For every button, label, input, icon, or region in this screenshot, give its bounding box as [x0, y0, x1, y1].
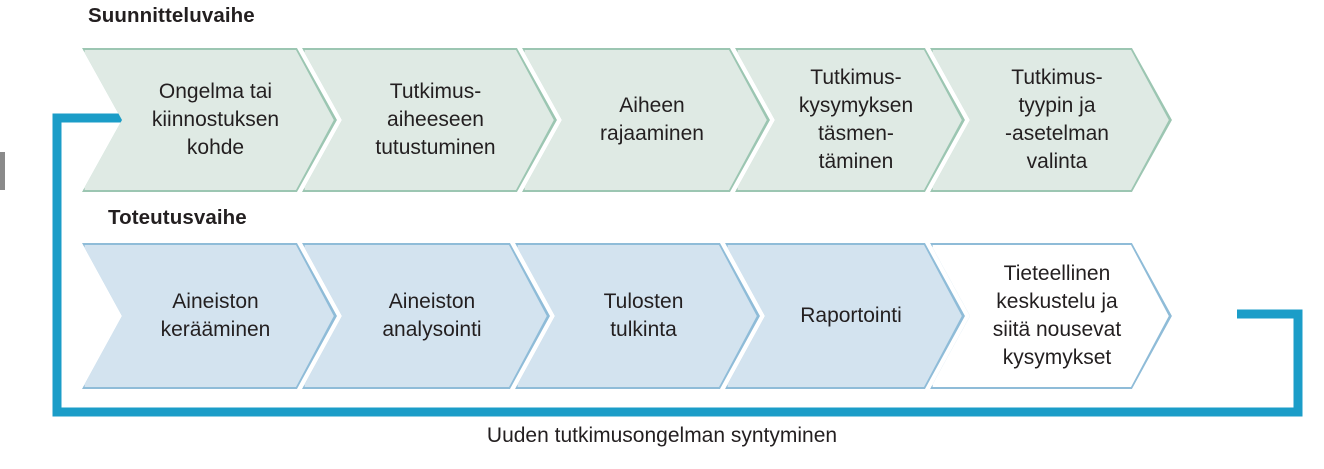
step-label: Tutkimus- kysymyksen täsmen- täminen — [798, 65, 914, 174]
step-label: Raportointi — [800, 303, 902, 327]
step-label: Tutkimus- tyypin ja -asetelman valinta — [1005, 65, 1109, 174]
step-chevron-planning-2[interactable]: Tutkimus- aiheeseen tutustuminen — [302, 48, 557, 192]
step-label: Ongelma tai kiinnostuksen kohde — [151, 79, 280, 160]
planning-step-row: Ongelma tai kiinnostuksen kohde Tutkimus… — [82, 48, 1172, 192]
step-label: Aineiston analysointi — [382, 289, 482, 341]
step-chevron-execution-2[interactable]: Aineiston analysointi — [302, 243, 550, 389]
edge-artifact — [0, 152, 5, 190]
step-chevron-planning-5[interactable]: Tutkimus- tyypin ja -asetelman valinta — [930, 48, 1172, 192]
step-chevron-planning-4[interactable]: Tutkimus- kysymyksen täsmen- täminen — [735, 48, 965, 192]
step-label: Tulosten tulkinta — [603, 289, 684, 341]
step-chevron-execution-3[interactable]: Tulosten tulkinta — [515, 243, 760, 389]
step-label: Aiheen rajaaminen — [600, 93, 704, 145]
step-label: Tutkimus- aiheeseen tutustuminen — [375, 79, 496, 160]
phase-heading-planning: Suunnitteluvaihe — [88, 4, 255, 27]
step-label: Tieteellinen keskustelu ja siitä nouseva… — [992, 261, 1122, 370]
step-chevron-planning-1[interactable]: Ongelma tai kiinnostuksen kohde — [82, 48, 337, 192]
step-chevron-execution-4[interactable]: Raportointi — [725, 243, 965, 389]
step-label: Aineiston kerääminen — [160, 289, 271, 341]
step-chevron-execution-1[interactable]: Aineiston kerääminen — [82, 243, 337, 389]
step-chevron-execution-5[interactable]: Tieteellinen keskustelu ja siitä nouseva… — [930, 243, 1172, 389]
loop-caption: Uuden tutkimusongelman syntyminen — [486, 424, 838, 447]
execution-step-row: Aineiston kerääminen Aineiston analysoin… — [82, 243, 1172, 389]
step-chevron-planning-3[interactable]: Aiheen rajaaminen — [522, 48, 770, 192]
phase-heading-execution: Toteutusvaihe — [108, 206, 247, 229]
